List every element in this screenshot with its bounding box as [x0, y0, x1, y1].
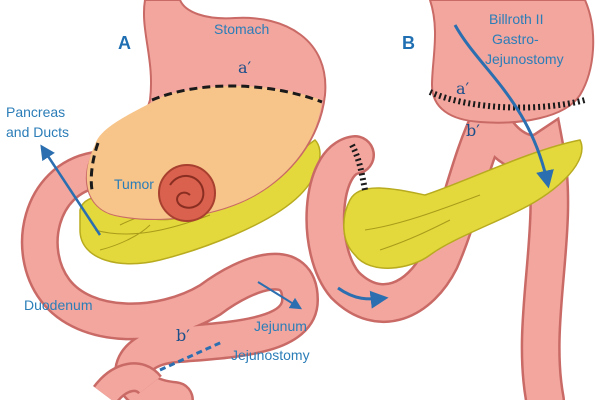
resection-line-a: [151, 84, 323, 104]
tumor: [158, 164, 216, 222]
resected-region: [86, 85, 322, 219]
panel-a: [20, 0, 327, 400]
pancreas-pointer-arrow: [40, 144, 102, 236]
marker-b-prime-left: b′: [176, 326, 190, 345]
billroth-label-line1: Billroth II: [489, 11, 543, 27]
pancreas-label-line2: and Ducts: [6, 124, 69, 140]
stomach-label: Stomach: [214, 21, 269, 37]
pancreas-label-line1: Pancreas: [6, 104, 65, 120]
duodenum-label: Duodenum: [24, 297, 93, 313]
pancreas-b: [343, 139, 583, 269]
panel-label-b: B: [402, 33, 415, 53]
marker-a-prime-left: a′: [238, 58, 252, 77]
gastric-flow-arrow: [453, 24, 554, 189]
tumor-label: Tumor: [114, 176, 154, 192]
jejunal-flow-arrow: [337, 286, 389, 309]
panel-label-a: A: [118, 33, 131, 53]
stomach-remnant: [428, 0, 595, 124]
billroth-label-line2: Gastro-: [492, 31, 539, 47]
jejunostomy-label: Jejunostomy: [231, 347, 310, 363]
marker-a-prime-right: a′: [456, 79, 470, 98]
panel-b: [305, 0, 595, 400]
jejunostomy-dashed-line: [159, 340, 223, 372]
jejunum-pointer-arrow: [257, 281, 303, 310]
anastomosis-suture-line: [428, 89, 586, 111]
billroth-label-line3: Jejunostomy: [485, 51, 564, 67]
marker-b-prime-right: b′: [466, 121, 480, 140]
jejunum-label: Jejunum: [254, 318, 307, 334]
